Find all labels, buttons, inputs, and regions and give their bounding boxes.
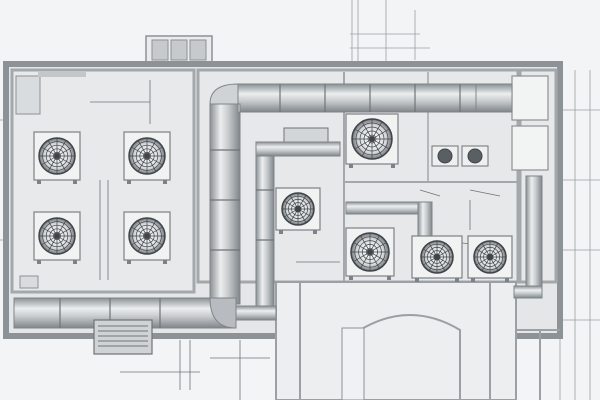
fan-icon (128, 137, 166, 175)
fan-icon (437, 148, 453, 164)
lower-annex (275, 281, 560, 400)
condenser-unit (33, 131, 81, 184)
equipment-boxes (15, 72, 549, 289)
small-fan-unit (431, 145, 459, 167)
condenser-unit (345, 113, 399, 168)
small-fan-unit (461, 145, 489, 167)
fan-icon (38, 137, 76, 175)
fan-icon (38, 217, 76, 255)
condenser-unit (33, 211, 81, 264)
condenser-unit (275, 187, 321, 234)
fan-icon (350, 232, 390, 272)
dimension-lines (90, 80, 501, 400)
vent-grille-icon (93, 319, 153, 355)
condenser-unit (467, 235, 513, 282)
roof-vent-hatch (145, 35, 213, 65)
fan-units (33, 113, 513, 282)
condenser-unit (123, 211, 171, 264)
fan-icon (473, 240, 507, 274)
fan-icon (351, 118, 393, 160)
condenser-unit (345, 227, 395, 280)
condenser-unit (123, 131, 171, 184)
ducts (13, 83, 543, 329)
fan-icon (467, 148, 483, 164)
stair-icon (341, 327, 365, 400)
fan-icon (128, 217, 166, 255)
fan-icon (281, 192, 315, 226)
fan-icon (420, 240, 454, 274)
condenser-unit (411, 235, 463, 282)
